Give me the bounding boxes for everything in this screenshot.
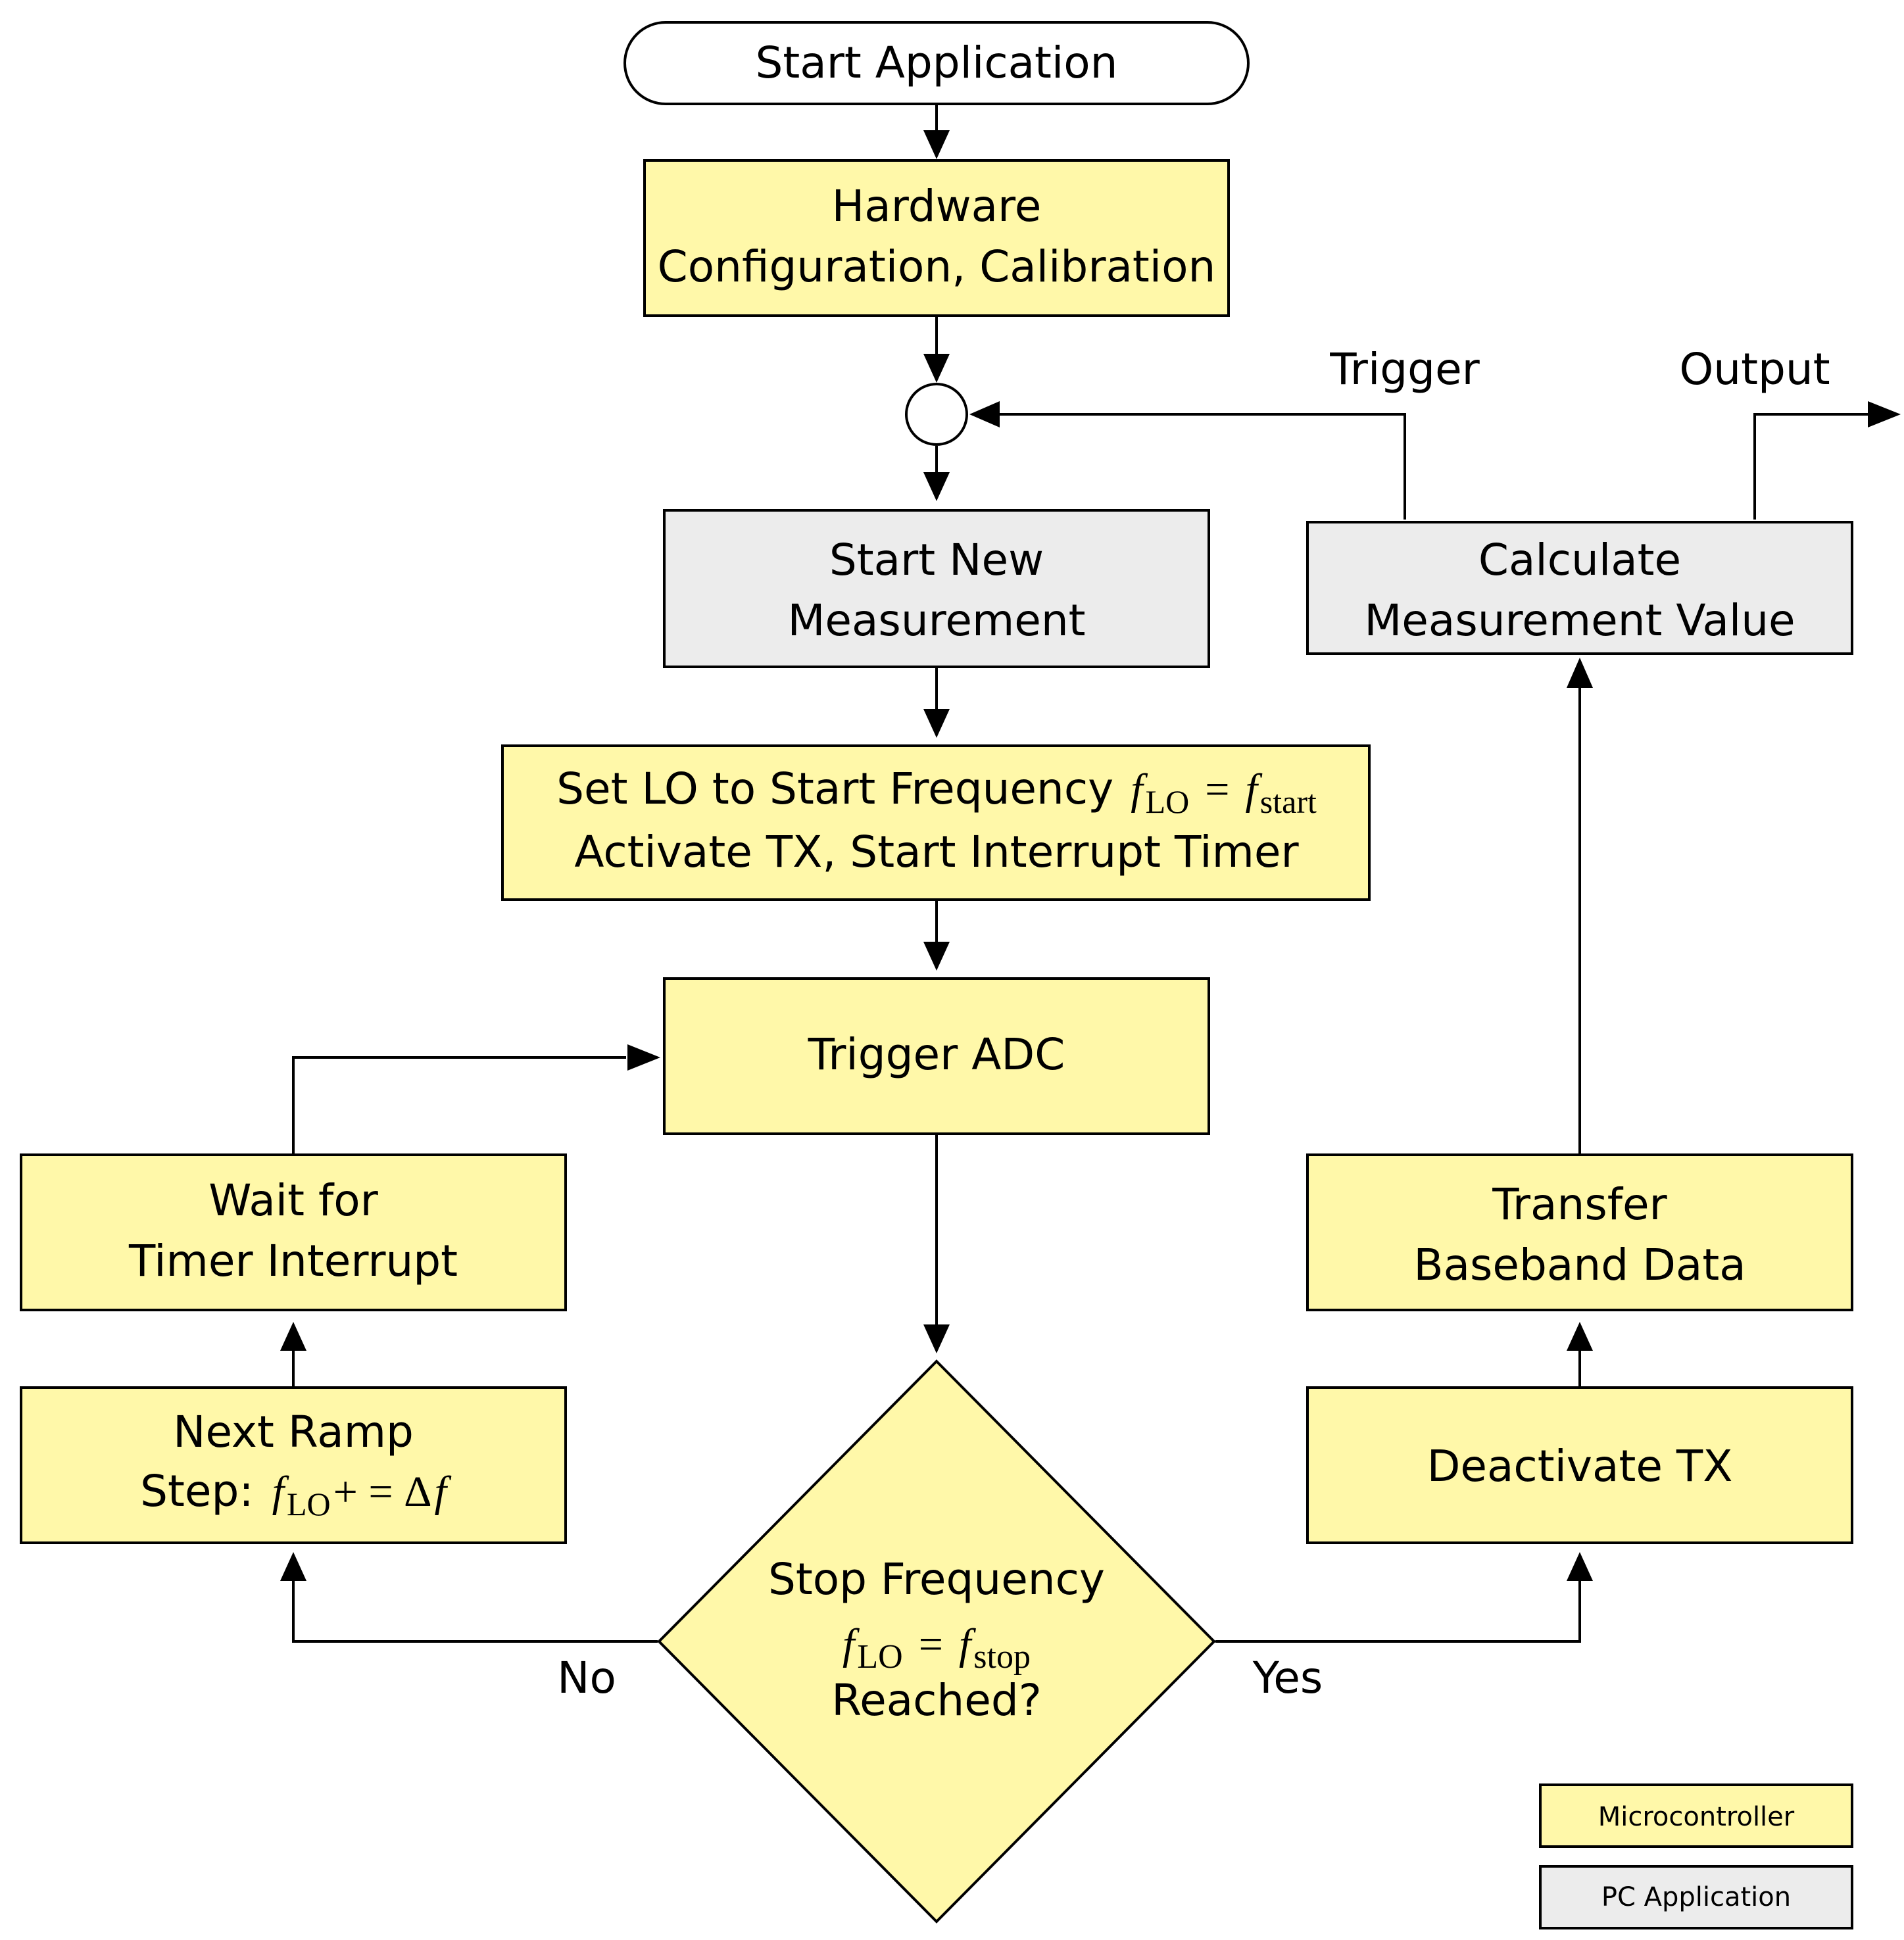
- transfer-line2: Baseband Data: [1413, 1240, 1745, 1290]
- legend-microcontroller-label: Microcontroller: [1598, 1802, 1795, 1832]
- set-lo-math-eq: =: [1205, 765, 1229, 813]
- next-ramp-math-op: + = Δ: [333, 1468, 432, 1516]
- legend-microcontroller-swatch: [1539, 1783, 1853, 1848]
- start-measurement-line1: Start New: [829, 535, 1044, 585]
- start-terminal-shape: [623, 21, 1250, 105]
- arrowhead-to-deactivate: [1567, 1552, 1593, 1581]
- start-node: Start Application: [623, 21, 1250, 105]
- set-lo-line1: Set LO to Start Frequency f LO = f start: [556, 764, 1317, 820]
- next-ramp-node: Next Ramp Step: f LO + = Δ f: [20, 1386, 567, 1544]
- edges: [292, 105, 1868, 1643]
- decision-node: Stop Frequency f LO = f stop Reached?: [657, 1359, 1216, 1924]
- edge-decision-no-to-next-ramp: [292, 1580, 658, 1643]
- edge-label-trigger: Trigger: [1329, 344, 1480, 395]
- edge-label-yes: Yes: [1252, 1653, 1323, 1703]
- arrowhead-to-set-lo: [923, 709, 950, 738]
- calculate-line1: Calculate: [1478, 535, 1681, 585]
- arrowhead-to-trigger-adc-left: [627, 1044, 660, 1071]
- decision-math-sub1: LO: [857, 1638, 902, 1676]
- next-ramp-line1: Next Ramp: [173, 1407, 414, 1457]
- trigger-adc-label: Trigger ADC: [808, 1029, 1065, 1080]
- arrowhead-to-calculate: [1567, 658, 1593, 688]
- start-measurement-box: [663, 509, 1210, 668]
- hw-config-node: Hardware Configuration, Calibration: [643, 159, 1230, 317]
- arrowhead-to-hw: [923, 130, 950, 159]
- start-label: Start Application: [756, 37, 1118, 88]
- transfer-box: [1306, 1153, 1853, 1311]
- wait-timer-node: Wait for Timer Interrupt: [20, 1153, 567, 1311]
- decision-line3: Reached?: [831, 1675, 1042, 1726]
- legend-pc-label: PC Application: [1601, 1882, 1791, 1912]
- wait-timer-box: [20, 1153, 567, 1311]
- decision-math-eq: =: [919, 1620, 943, 1668]
- junction-circle: [905, 383, 968, 446]
- deactivate-tx-box: [1306, 1386, 1853, 1544]
- set-lo-line2: Activate TX, Start Interrupt Timer: [574, 827, 1299, 877]
- calculate-box: [1306, 521, 1853, 655]
- calculate-line2: Measurement Value: [1364, 595, 1795, 646]
- set-lo-box: [501, 744, 1371, 901]
- arrowhead-to-next-ramp: [280, 1552, 306, 1581]
- hw-config-line1: Hardware: [832, 181, 1042, 231]
- legend-pc-swatch: [1539, 1865, 1853, 1929]
- deactivate-tx-node: Deactivate TX: [1306, 1386, 1853, 1544]
- next-ramp-prefix: Step:: [140, 1466, 254, 1516]
- decision-diamond: [657, 1359, 1216, 1924]
- legend: Microcontroller PC Application: [1539, 1783, 1853, 1929]
- set-lo-math-sub1: LO: [1146, 783, 1190, 820]
- edge-label-output: Output: [1679, 344, 1830, 395]
- set-lo-math-sub2: start: [1260, 783, 1317, 820]
- transfer-line1: Transfer: [1492, 1179, 1667, 1230]
- transfer-node: Transfer Baseband Data: [1306, 1153, 1853, 1311]
- arrowhead-to-trigger-adc: [923, 942, 950, 971]
- next-ramp-math-sub: LO: [287, 1486, 331, 1522]
- hw-config-box: [643, 159, 1230, 317]
- edge-decision-yes-to-deactivate: [1215, 1580, 1581, 1643]
- next-ramp-line2: Step: f LO + = Δ f: [140, 1466, 451, 1522]
- hw-config-line2: Configuration, Calibration: [658, 241, 1216, 292]
- start-measurement-line2: Measurement: [787, 595, 1085, 646]
- decision-math-sub2: stop: [973, 1638, 1031, 1676]
- deactivate-tx-label: Deactivate TX: [1427, 1441, 1733, 1491]
- edge-label-no: No: [557, 1653, 616, 1703]
- calculate-node: Calculate Measurement Value: [1306, 521, 1853, 655]
- arrowhead-to-wait: [280, 1322, 306, 1351]
- arrowhead-to-decision: [923, 1324, 950, 1353]
- arrowheads: [280, 130, 1901, 1581]
- set-lo-prefix: Set LO to Start Frequency: [556, 764, 1113, 814]
- arrowhead-output: [1868, 401, 1901, 427]
- arrowhead-to-transfer: [1567, 1322, 1593, 1351]
- edge-calculate-output: [1753, 413, 1868, 520]
- arrowhead-to-junction: [923, 354, 950, 383]
- wait-timer-line1: Wait for: [208, 1175, 378, 1226]
- edge-wait-to-trigger-adc: [292, 1056, 626, 1155]
- arrowhead-to-junction-right: [969, 401, 1000, 427]
- wait-timer-line2: Timer Interrupt: [128, 1236, 458, 1286]
- trigger-adc-box: [663, 977, 1210, 1135]
- next-ramp-box: [20, 1386, 567, 1544]
- arrowhead-to-start-measurement: [923, 472, 950, 501]
- edge-calculate-trigger-to-junction: [1000, 413, 1406, 520]
- trigger-adc-node: Trigger ADC: [663, 977, 1210, 1135]
- decision-line1: Stop Frequency: [768, 1554, 1105, 1605]
- start-measurement-node: Start New Measurement: [663, 509, 1210, 668]
- set-lo-node: Set LO to Start Frequency f LO = f start…: [501, 744, 1371, 901]
